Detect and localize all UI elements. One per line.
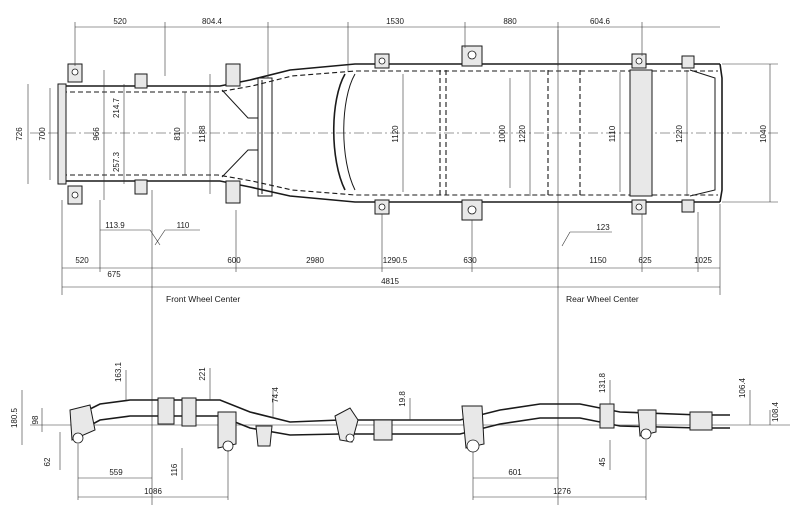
dim-214-7: 214.7 [112,97,121,118]
dim-top-1530: 1530 [386,17,404,26]
dim-top-520: 520 [113,17,127,26]
dim-74-4: 74.4 [271,387,280,403]
dim-559: 559 [109,468,123,477]
left-vertical-dimensions: 726 700 966 214.7 257.3 810 1188 [15,70,211,200]
dim-1110: 1110 [608,125,617,142]
crossmember-7 [629,69,653,197]
right-vertical-dimension: 1040 [722,63,778,203]
dim-163-1: 163.1 [114,361,123,382]
engine-mount-brace [221,89,258,178]
side-brackets [69,397,713,453]
dim-110: 110 [177,221,190,230]
crossmember-3-inner [343,73,356,191]
crossmember-3 [332,73,346,191]
dim-726: 726 [15,127,24,141]
plan-view: 520 804.4 1530 880 604.6 726 700 966 214… [15,17,780,304]
rear-crossmember [719,63,723,203]
dim-62: 62 [43,457,52,466]
dim-1025: 1025 [694,256,712,265]
dim-131-8: 131.8 [598,372,607,393]
dim-600: 600 [227,256,241,265]
middle-vertical-dimensions: 1120 1000 1220 1110 1220 [391,70,688,196]
dim-1086: 1086 [144,487,162,496]
engine-mount-left [225,63,241,87]
dim-106-4: 106.4 [738,377,747,398]
dim-180-5: 180.5 [10,407,19,428]
offset-dimensions: 113.9 110 123 [100,221,612,247]
front-wheel-center-label: Front Wheel Center [166,294,240,304]
dim-top-880: 880 [503,17,517,26]
front-crossmember [57,83,67,185]
dim-top-804-4: 804.4 [202,17,223,26]
rear-crossmember-inner [689,69,716,197]
bottom-dimension-row: 520 675 600 2980 1290.5 630 1150 625 102… [61,30,721,295]
left-rail-hidden-edge [62,70,718,93]
engine-mount-right [225,180,241,204]
dim-1120: 1120 [391,125,400,143]
dim-966: 966 [92,127,101,141]
dim-221: 221 [198,367,207,381]
side-vertical-dimensions: 180.5 98 62 163.1 221 116 74.4 19.8 131.… [10,361,780,480]
dim-top-604-6: 604.6 [590,17,611,26]
dim-2980: 2980 [306,256,324,265]
left-side-rail [62,63,720,87]
dim-810: 810 [173,127,182,141]
dim-257-3: 257.3 [112,151,121,172]
dim-1290-5: 1290.5 [383,256,408,265]
dim-1188: 1188 [198,125,207,143]
dim-113-9: 113.9 [105,221,125,230]
dim-1150: 1150 [589,256,607,265]
dim-700: 700 [38,127,47,141]
rear-wheel-center-label: Rear Wheel Center [566,294,639,304]
dim-108-4: 108.4 [771,401,780,422]
right-side-rail [62,180,720,203]
side-horizontal-dimensions: 559 1086 601 1276 [77,440,647,500]
dim-625: 625 [638,256,652,265]
dim-601: 601 [508,468,522,477]
dim-520-bottom: 520 [75,256,89,265]
top-dimensions: 520 804.4 1530 880 604.6 [74,17,720,78]
dim-98: 98 [31,415,40,424]
dim-45: 45 [598,457,607,466]
dim-1220-b: 1220 [675,125,684,143]
dim-19-8: 19.8 [398,391,407,407]
body-mounts [67,45,695,221]
crossmember-2 [257,77,273,197]
right-rail-hidden-edge [62,174,718,196]
dim-116: 116 [170,463,179,476]
dim-123: 123 [596,223,610,232]
dim-1220-a: 1220 [518,125,527,143]
dim-675: 675 [107,270,121,279]
side-rail-lower-edge [77,415,730,436]
dim-630: 630 [463,256,477,265]
dim-1040: 1040 [759,125,768,143]
dim-4815: 4815 [381,277,399,286]
dim-1000: 1000 [498,125,507,143]
side-view: 180.5 98 62 163.1 221 116 74.4 19.8 131.… [10,361,790,500]
dim-1276: 1276 [553,487,571,496]
